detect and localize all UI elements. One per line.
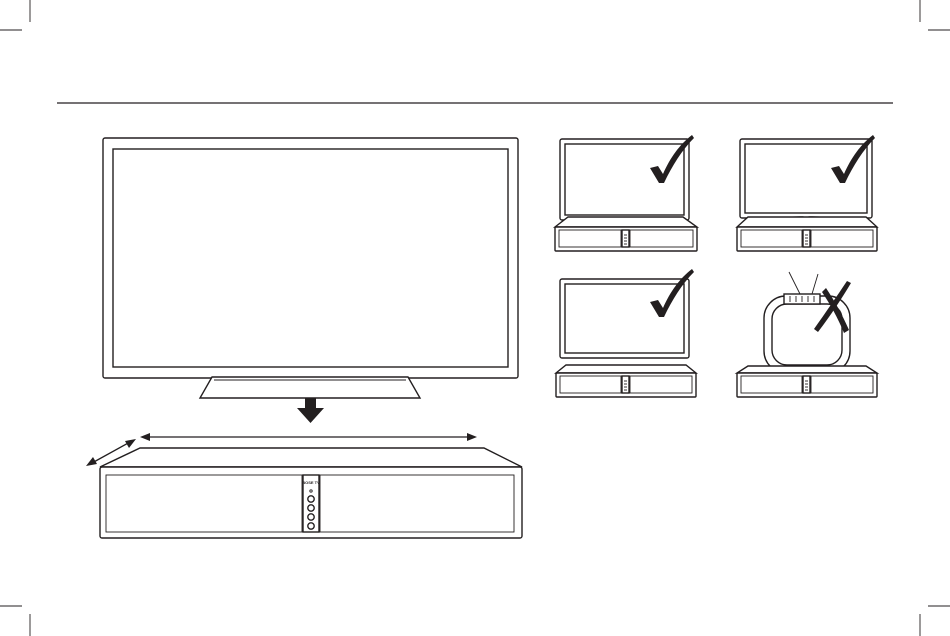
large-tv — [103, 138, 518, 398]
placement-antenna-tv — [737, 272, 877, 397]
brand-label: BOSE TV — [302, 480, 320, 485]
placement-tv-wide-stand — [737, 135, 877, 251]
placement-tv-no-stand — [556, 269, 696, 397]
down-arrow-icon — [297, 398, 324, 423]
pedestal-speaker: BOSE TV — [100, 448, 522, 538]
width-arrow-icon — [140, 433, 477, 441]
placement-tv-pedestal-stand — [555, 135, 697, 251]
